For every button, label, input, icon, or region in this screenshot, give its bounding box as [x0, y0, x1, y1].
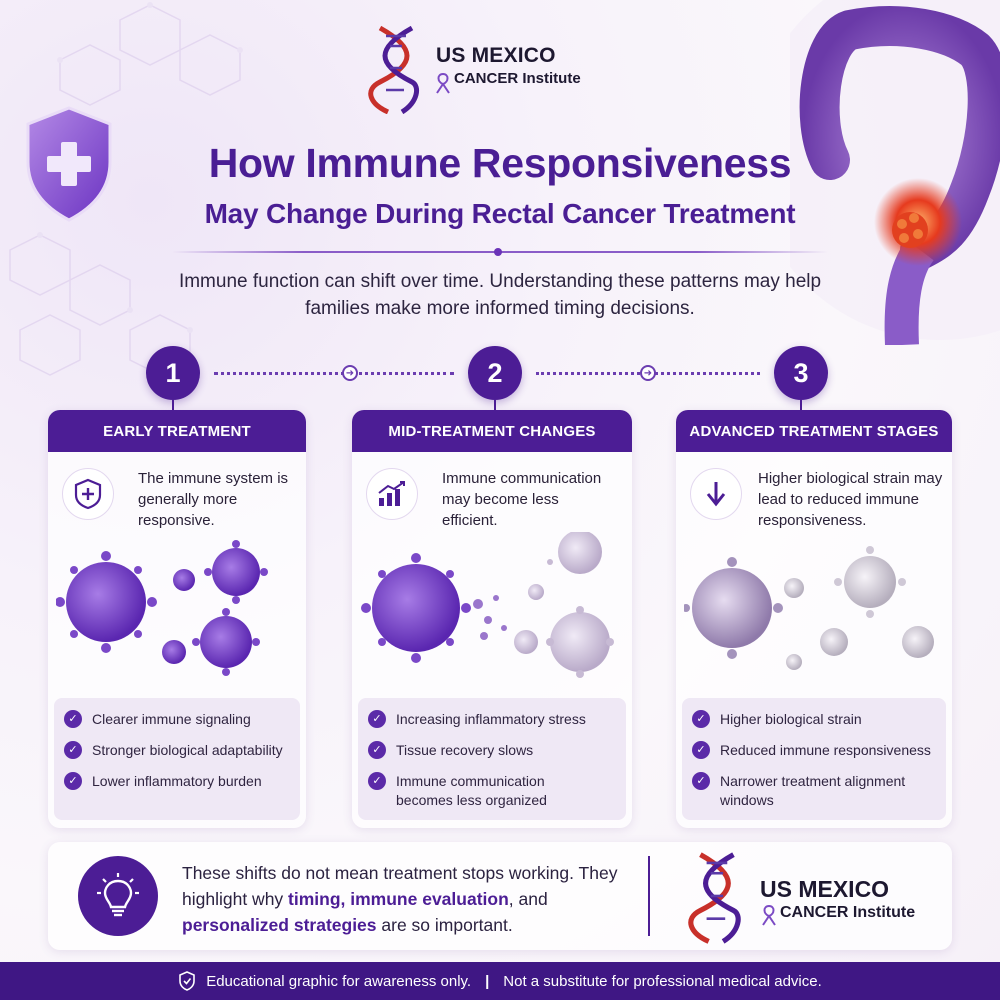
colon-illustration [790, 0, 1000, 345]
title-divider [172, 248, 828, 256]
list-item: ✓Clearer immune signaling [64, 710, 290, 729]
footer-separator: | [485, 972, 490, 990]
list-item: ✓Reduced immune responsiveness [692, 741, 936, 760]
vertical-divider [648, 856, 650, 936]
stage-card-mid: MID-TREATMENT CHANGES Immune communicati… [352, 410, 632, 828]
arrow-right-icon: ➜ [342, 365, 358, 381]
arrow-right-icon: ➜ [640, 365, 656, 381]
intro-text: Immune function can shift over time. Und… [178, 271, 822, 319]
check-icon: ✓ [692, 772, 710, 790]
stage-card-early: EARLY TREATMENT The immune system is gen… [48, 410, 306, 828]
check-icon: ✓ [64, 710, 82, 728]
brand-logo-top: US MEXICO CANCER Institute [368, 24, 628, 116]
card-points: ✓Increasing inflammatory stress ✓Tissue … [358, 698, 626, 820]
check-icon: ✓ [368, 772, 386, 790]
note-emphasis: personalized strategies [182, 915, 377, 935]
page-title: How Immune Responsiveness [208, 140, 792, 186]
step-stem [800, 400, 802, 412]
step-number-3: 3 [774, 346, 828, 400]
brand-name-line2: CANCER Institute [454, 70, 581, 87]
step-connector-1: ➜ [214, 365, 454, 381]
awareness-ribbon-icon [436, 72, 450, 94]
check-icon: ✓ [64, 772, 82, 790]
check-icon: ✓ [64, 741, 82, 759]
dna-logo-icon [688, 852, 741, 944]
card-description: The immune system is generally more resp… [138, 470, 289, 529]
check-icon: ✓ [692, 741, 710, 759]
dna-logo-icon [368, 25, 420, 114]
card-heading: MID-TREATMENT CHANGES [352, 410, 632, 452]
brand-name-line2: CANCER Institute [780, 904, 916, 921]
note-text: These shifts do not mean treatment stops… [182, 863, 618, 935]
list-item: ✓Lower inflammatory burden [64, 772, 290, 791]
check-icon: ✓ [368, 741, 386, 759]
immune-cells-illustration [361, 532, 614, 678]
card-description: Higher biological strain may lead to red… [758, 470, 943, 529]
card-heading: EARLY TREATMENT [48, 410, 306, 452]
card-points: ✓Higher biological strain ✓Reduced immun… [682, 698, 946, 820]
list-item: ✓Tissue recovery slows [368, 741, 616, 760]
stage-card-advanced: ADVANCED TREATMENT STAGES Higher biologi… [676, 410, 952, 828]
bar-chart-trend-icon [366, 468, 418, 520]
step-stem [172, 400, 174, 412]
brand-name-line1: US MEXICO [760, 876, 890, 902]
immune-cells-illustration [56, 540, 268, 676]
shield-check-icon [179, 971, 196, 991]
page-subtitle: May Change During Rectal Cancer Treatmen… [204, 198, 796, 229]
awareness-ribbon-icon [762, 904, 776, 926]
hexagon-network-decoration [9, 2, 243, 376]
check-icon: ✓ [368, 710, 386, 728]
list-item: ✓Narrower treatment alignment windows [692, 772, 936, 810]
immune-cells-illustration [684, 546, 934, 670]
brand-logo-bottom: US MEXICO CANCER Institute [688, 850, 928, 946]
shield-icon [26, 106, 112, 222]
list-item: ✓Immune communication becomes less organ… [368, 772, 616, 810]
footer-left-text: Educational graphic for awareness only. [206, 972, 472, 990]
shield-plus-icon [62, 468, 114, 520]
card-heading: ADVANCED TREATMENT STAGES [676, 410, 952, 452]
card-points: ✓Clearer immune signaling ✓Stronger biol… [54, 698, 300, 820]
footer-right-text: Not a substitute for professional medica… [503, 972, 822, 990]
brand-name-line1: US MEXICO [436, 44, 556, 67]
lightbulb-icon [78, 856, 158, 936]
step-connector-2: ➜ [536, 365, 760, 381]
summary-note: These shifts do not mean treatment stops… [48, 842, 952, 950]
note-emphasis: timing, immune evaluation [288, 889, 509, 909]
check-icon: ✓ [692, 710, 710, 728]
step-number-1: 1 [146, 346, 200, 400]
list-item: ✓Higher biological strain [692, 710, 936, 729]
arrow-down-icon [690, 468, 742, 520]
step-stem [494, 400, 496, 412]
step-number-2: 2 [468, 346, 522, 400]
card-description: Immune communication may become less eff… [442, 470, 602, 529]
list-item: ✓Stronger biological adaptability [64, 741, 290, 760]
footer-disclaimer: Educational graphic for awareness only. … [0, 962, 1000, 1000]
list-item: ✓Increasing inflammatory stress [368, 710, 616, 729]
